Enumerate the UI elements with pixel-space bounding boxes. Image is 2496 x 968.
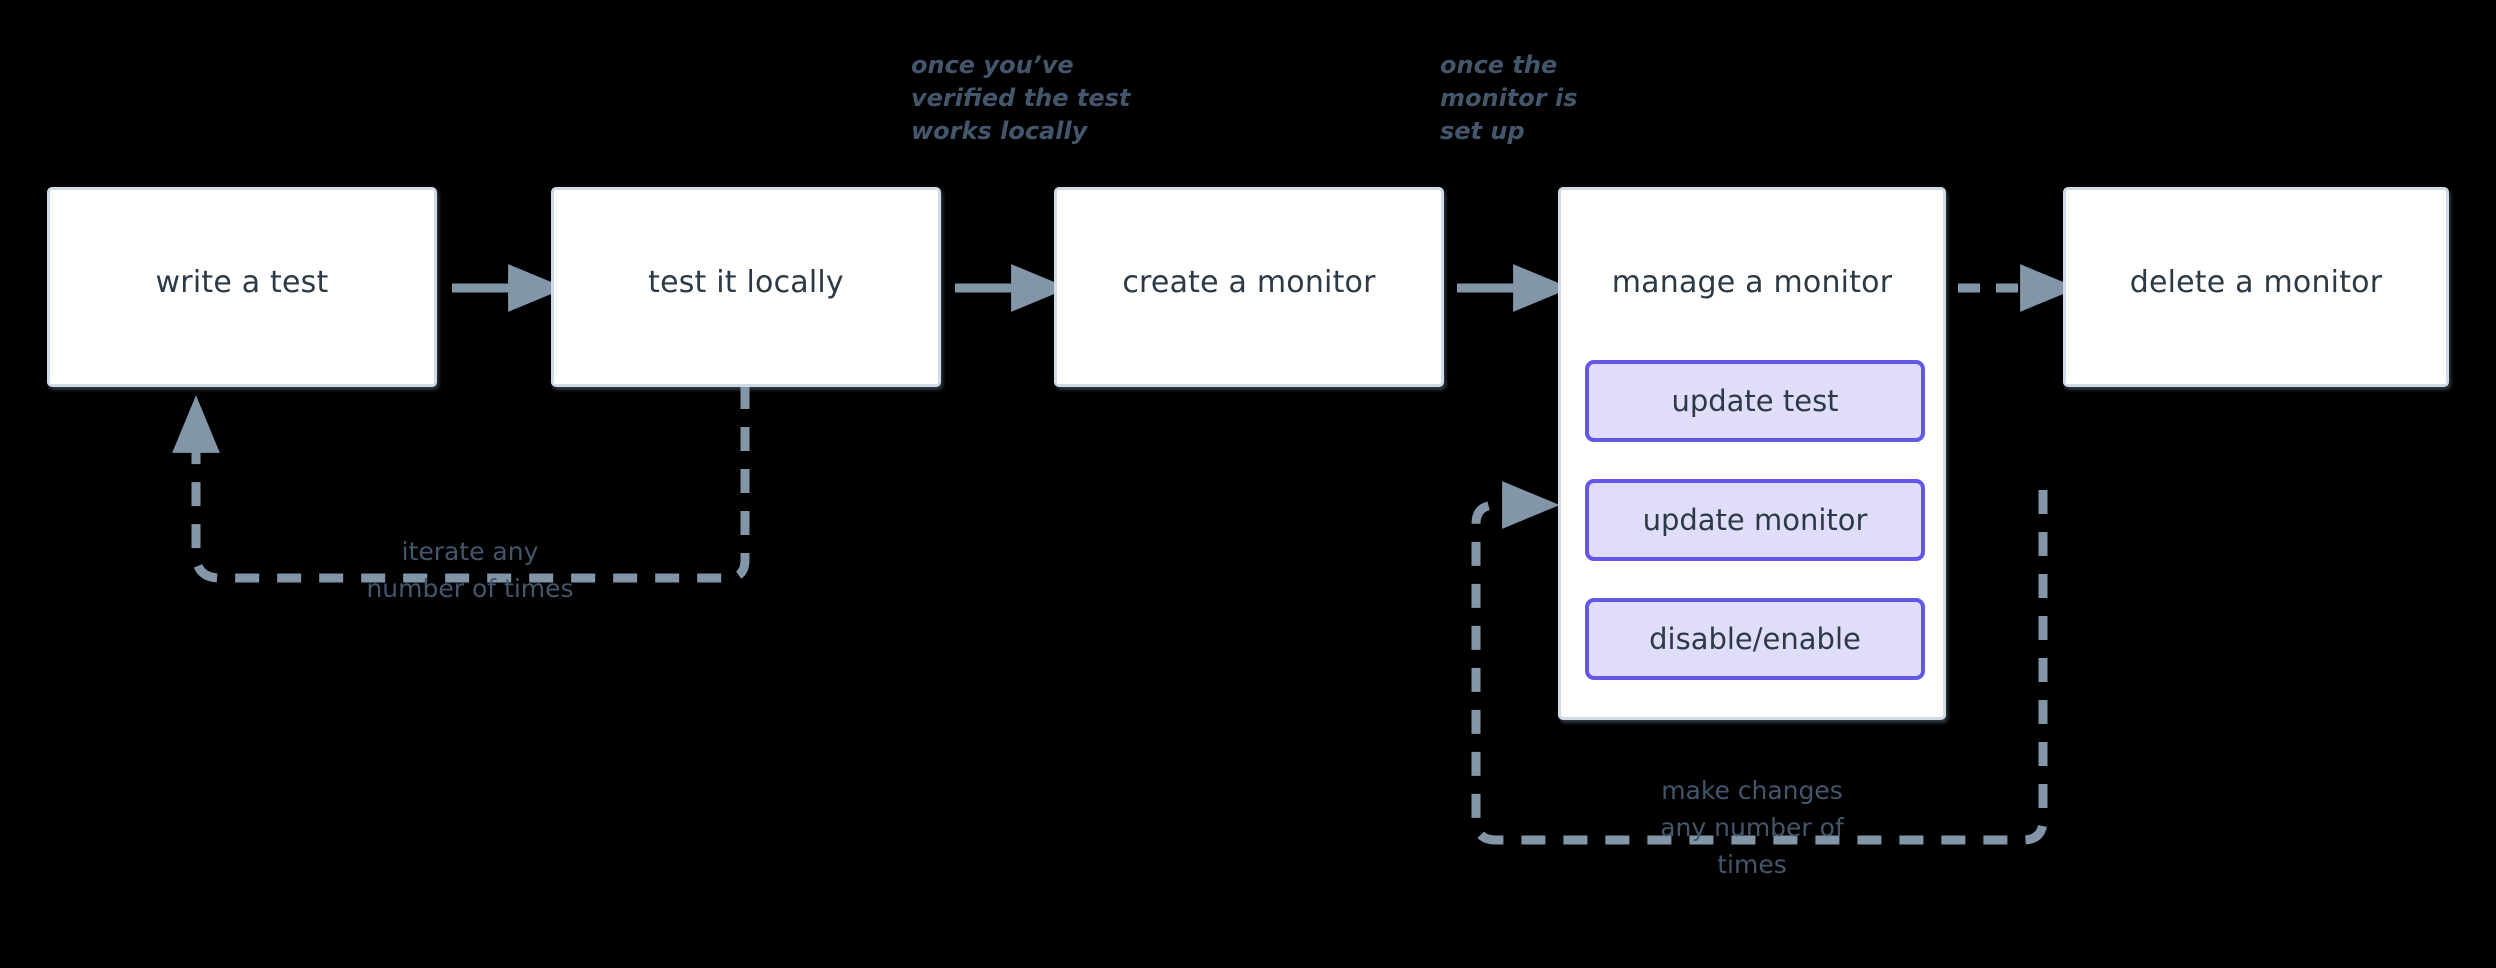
chip-label-update-test: update test <box>1671 384 1839 418</box>
note-verified-locally: once you’ve verified the test works loca… <box>911 51 1131 145</box>
node-test-it-locally[interactable]: test it locally <box>551 187 941 387</box>
loop-caption-make-changes: make changes any number of times <box>1660 776 1844 879</box>
node-label-write-a-test: write a test <box>155 265 329 300</box>
note-monitor-set-up: once the monitor is set up <box>1440 51 1578 145</box>
node-label-delete-a-monitor: delete a monitor <box>2129 265 2383 300</box>
node-create-a-monitor[interactable]: create a monitor <box>1054 187 1444 387</box>
node-write-a-test[interactable]: write a test <box>47 187 437 387</box>
loop-caption-iterate: iterate any number of times <box>366 537 574 603</box>
node-label-test-it-locally: test it locally <box>648 265 844 300</box>
node-label-manage-a-monitor: manage a monitor <box>1611 265 1893 300</box>
node-delete-a-monitor[interactable]: delete a monitor <box>2063 187 2449 387</box>
chip-update-monitor[interactable]: update monitor <box>1585 479 1925 561</box>
node-manage-a-monitor[interactable]: manage a monitor update test update moni… <box>1558 187 1946 720</box>
node-label-create-a-monitor: create a monitor <box>1122 265 1376 300</box>
chip-update-test[interactable]: update test <box>1585 360 1925 442</box>
chip-disable-enable[interactable]: disable/enable <box>1585 598 1925 680</box>
chip-label-disable-enable: disable/enable <box>1649 622 1861 656</box>
chip-label-update-monitor: update monitor <box>1642 503 1868 537</box>
